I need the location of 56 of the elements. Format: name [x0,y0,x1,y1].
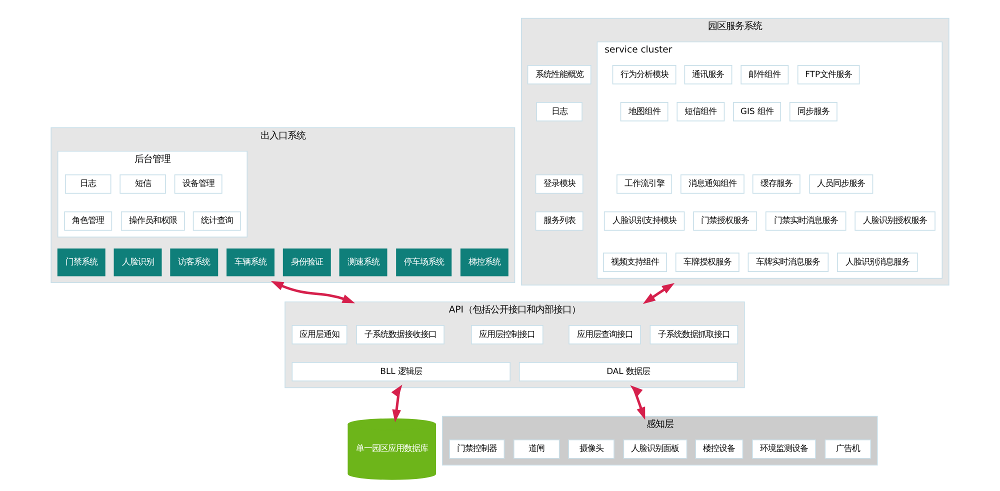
node-box: 角色管理 [64,211,112,231]
node-box: 统计查询 [192,211,241,231]
node-box: 消息通知组件 [680,174,744,194]
node-box: GIS 组件 [733,102,782,122]
node-box: 人脸识别支持模块 [604,211,685,231]
node-box: 梯控系统 [460,248,508,276]
node-box: 人脸识别面板 [623,439,688,459]
node-box: 门禁授权服务 [693,211,758,231]
node-box: 楼控设备 [695,439,744,459]
node-box: 门禁实时消息服务 [765,211,846,231]
arrow [270,280,356,304]
node-box: 服务列表 [535,211,584,231]
node-box: 同步服务 [789,102,838,122]
node-box: 测速系统 [339,248,388,276]
node-box: 门禁系统 [57,248,106,276]
node-box: 车辆系统 [226,248,274,276]
node-box: 身份验证 [282,248,331,276]
node-box: DAL 数据层 [518,362,738,382]
node-box: 系统性能概览 [527,65,592,84]
node-box: 应用层查询接口 [568,325,641,344]
node-box: 地图组件 [620,102,668,122]
node-box: 停车场系统 [396,248,452,276]
node-box: 操作员和权限 [120,211,185,231]
node-box: 广告机 [824,439,872,459]
node-box: 设备管理 [174,174,222,194]
node-box: 邮件组件 [740,65,789,84]
node-box: 环境监测设备 [752,439,816,459]
node-box: 短信组件 [676,102,725,122]
node-box: 日志 [64,174,112,194]
node-box: 人脸识别授权服务 [854,211,936,231]
node-box: 车牌授权服务 [675,252,740,272]
arrow [642,282,675,304]
node-box: 访客系统 [170,248,218,276]
node-box: BLL 逻辑层 [292,362,511,382]
node-box: 人脸识别 [114,248,162,276]
node-box: 子系统数据抓取接口 [650,325,738,344]
node-box: 人员同步服务 [809,174,874,194]
node-box: 通讯服务 [684,65,732,84]
node-box: 行为分析模块 [612,65,676,84]
node-box: 子系统数据接收接口 [356,325,444,344]
node-box: 缓存服务 [752,174,800,194]
node-box: 道闸 [513,439,560,459]
arrow [391,384,402,422]
node-box: 短信 [120,174,166,194]
arrow [630,385,646,420]
node-box: 日志 [536,102,582,122]
node-box: 应用层通知 [292,325,348,344]
node-box: 摄像头 [568,439,614,459]
node-box: 应用层控制接口 [470,325,544,344]
node-box: 登录模块 [535,174,584,194]
node-box: 车牌实时消息服务 [748,252,829,272]
node-box: 工作流引擎 [616,174,672,194]
node-box: 视频支持组件 [603,252,668,272]
node-box: FTP文件服务 [797,65,860,84]
node-box: 人脸识别消息服务 [837,252,918,272]
node-box: 门禁控制器 [449,439,505,459]
